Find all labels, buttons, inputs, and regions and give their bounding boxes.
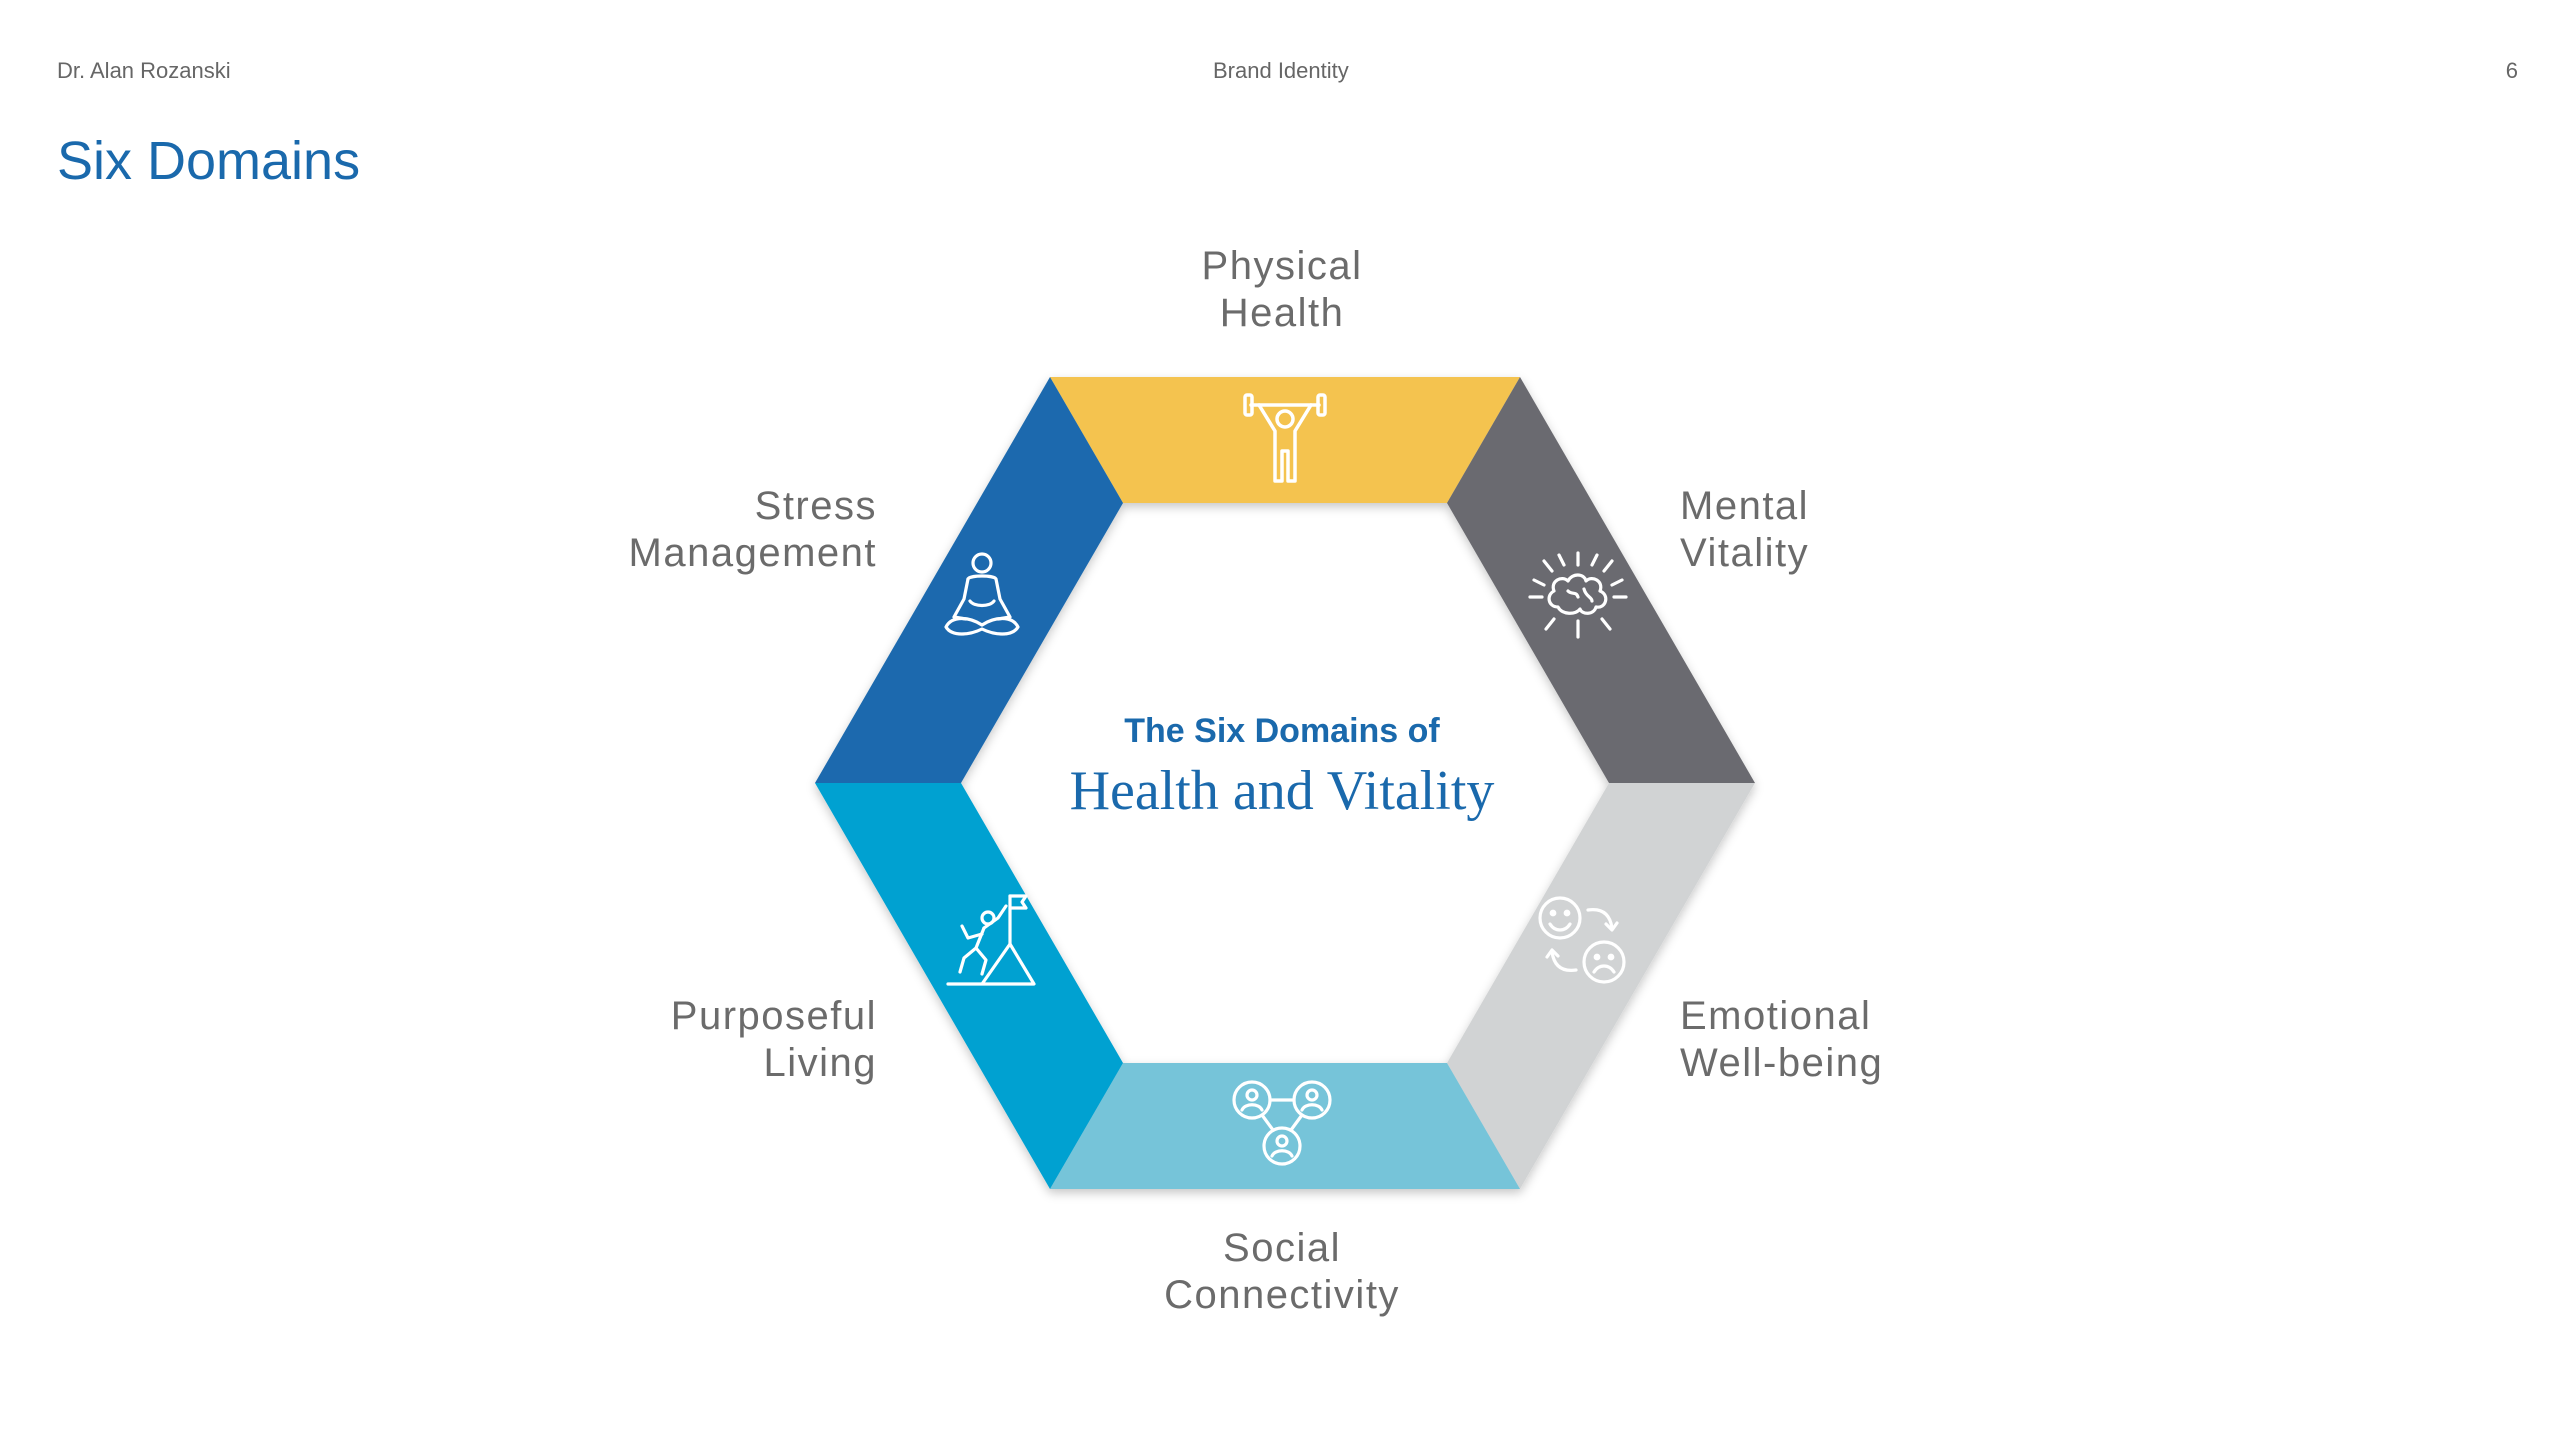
label-line: Stress: [754, 484, 877, 528]
label-emotional-well-being: Emotional Well-being: [1680, 993, 2000, 1087]
label-purposeful-living: Purposeful Living: [557, 993, 877, 1087]
page-number: 6: [2505, 58, 2518, 83]
people-network-icon: [1232, 1080, 1332, 1166]
label-line: Connectivity: [1164, 1273, 1400, 1317]
label-line: Physical: [1201, 244, 1363, 288]
label-line: Vitality: [1680, 531, 1810, 575]
center-caption-line2: Health and Vitality: [1069, 760, 1495, 822]
climber-flag-icon: [946, 894, 1036, 986]
label-line: Social: [1223, 1226, 1341, 1270]
center-caption-line1: The Six Domains of: [1124, 712, 1440, 750]
segment-purposeful-living: [815, 783, 1123, 1189]
segment-social-connectivity: [1050, 1063, 1520, 1189]
label-line: Purposeful: [670, 994, 877, 1038]
segment-emotional-well-being: [1447, 783, 1755, 1189]
mood-swap-icon: [1538, 896, 1626, 984]
label-stress-management: Stress Management: [557, 483, 877, 577]
label-mental-vitality: Mental Vitality: [1680, 483, 2000, 577]
segment-mental-vitality: [1447, 377, 1755, 783]
label-line: Management: [628, 531, 877, 575]
label-line: Well-being: [1680, 1041, 1884, 1085]
brain-icon: [1528, 551, 1628, 639]
label-line: Health: [1219, 291, 1345, 335]
weightlifter-icon: [1243, 393, 1327, 483]
center-caption: The Six Domains of Health and Vitality: [982, 712, 1582, 823]
label-line: Living: [763, 1041, 877, 1085]
label-physical-health: Physical Health: [1122, 243, 1442, 337]
meditation-icon: [944, 552, 1020, 636]
label-line: Emotional: [1680, 994, 1872, 1038]
segment-physical-health: [1050, 377, 1520, 503]
presenter-name: Dr. Alan Rozanski: [57, 58, 231, 83]
page-title: Six Domains: [57, 131, 361, 191]
label-social-connectivity: Social Connectivity: [1122, 1225, 1442, 1319]
section-name: Brand Identity: [1213, 58, 1349, 83]
label-line: Mental: [1680, 484, 1810, 528]
